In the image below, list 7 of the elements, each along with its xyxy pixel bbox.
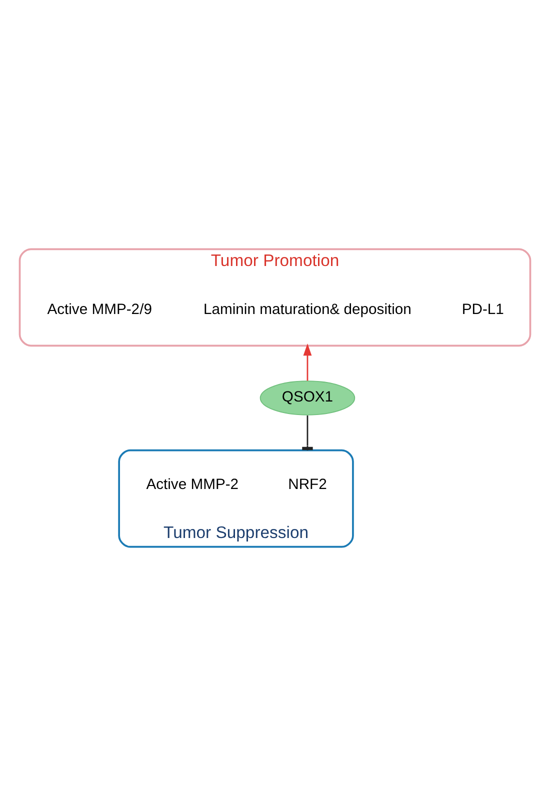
node-text: NRF2 — [288, 477, 327, 494]
node-text: PD-L1 — [462, 302, 504, 318]
arrow — [303, 344, 312, 381]
node-ellipse: QSOX1 — [260, 380, 356, 416]
node-text: Laminin maturation& deposition — [204, 302, 412, 318]
node-text: Active MMP-2/9 — [47, 302, 152, 318]
node-text: Active MMP-2 — [146, 477, 239, 494]
